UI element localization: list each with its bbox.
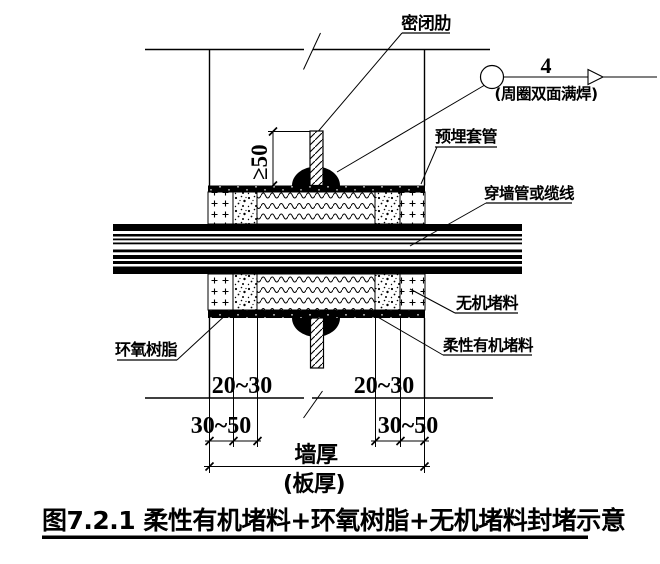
label-flexible-organic-sealant: 柔性有机堵料 <box>443 336 534 355</box>
seal-rib-top <box>309 130 324 187</box>
flexible-sealant-lower <box>256 273 376 311</box>
leader-embedded-sleeve <box>420 146 438 185</box>
inorganic-sealant-upper-left <box>207 191 234 225</box>
epoxy-resin-lower-right <box>374 273 401 311</box>
inorganic-sealant-lower-left <box>207 273 234 311</box>
break-mark-bottom <box>303 390 323 419</box>
figure-title: 图7.2.1 柔性有机堵料+环氧树脂+无机堵料封堵示意 <box>42 506 625 535</box>
figure-title-block: 图7.2.1 柔性有机堵料+环氧树脂+无机堵料封堵示意 <box>42 506 626 539</box>
sealant-layers-upper <box>207 191 426 225</box>
wall-section-top <box>145 32 490 186</box>
inorganic-sealant-upper-right <box>399 191 426 225</box>
dimension-inorganic-left: 30~50 <box>191 413 251 439</box>
dimension-epoxy-left: 20~30 <box>212 373 272 399</box>
sleeve-flange-top <box>208 185 425 192</box>
wall-faces-top <box>208 49 426 186</box>
dimension-epoxy-right: 20~30 <box>354 373 414 399</box>
leader-flexible-sealant <box>375 315 444 356</box>
seal-rib-bottom <box>309 317 325 369</box>
leader-seal-rib <box>318 32 403 132</box>
leader-wall-pipe <box>409 202 487 247</box>
callouts: 密闭肋 4 (周圈双面满焊) 预埋套管 穿墙管或缆线 无机堵料 柔性有机堵料 环… <box>115 13 657 361</box>
label-weld-note: (周圈双面满焊) <box>494 85 597 103</box>
flexible-sealant-upper <box>256 191 376 225</box>
label-wall-pipe-or-cable: 穿墙管或缆线 <box>484 184 575 203</box>
sleeve-flange-bottom <box>208 310 425 318</box>
leader-weld-symbol <box>336 85 485 173</box>
sealant-layers-lower <box>207 273 426 311</box>
extension-lines <box>209 318 425 473</box>
weld-symbol-arrow-icon <box>587 68 605 86</box>
dimension-ticks-wall-thickness <box>204 461 430 472</box>
dimension-rib-height: ≥50 <box>247 126 310 191</box>
epoxy-resin-upper-right <box>374 191 401 225</box>
break-mark-top <box>303 32 321 70</box>
wall-faces-bottom <box>208 318 426 398</box>
label-inorganic-sealant: 无机堵料 <box>455 294 519 313</box>
epoxy-resin-upper-left <box>232 191 258 225</box>
label-embedded-sleeve: 预埋套管 <box>435 127 498 146</box>
dimension-ticks-layers <box>204 436 430 446</box>
leader-inorganic-sealant <box>409 288 456 314</box>
dimension-rib-height-text: ≥50 <box>247 144 272 180</box>
inorganic-sealant-lower-right <box>399 273 426 311</box>
through-wall-pipe <box>113 224 522 274</box>
leader-epoxy-resin <box>176 310 231 361</box>
dimensions-bottom: 20~30 20~30 30~50 30~50 墙厚 (板厚) <box>191 373 438 497</box>
figure-title-underline <box>42 535 588 539</box>
label-epoxy-resin: 环氧树脂 <box>115 340 178 359</box>
dimension-slab-thickness-text: (板厚) <box>283 472 345 497</box>
label-weld-number: 4 <box>541 53 552 78</box>
epoxy-resin-lower-left <box>232 273 258 311</box>
label-seal-rib: 密闭肋 <box>401 13 451 34</box>
dimension-ticks <box>268 126 278 191</box>
dimension-wall-thickness-text: 墙厚 <box>294 443 338 468</box>
wall-section-bottom <box>145 318 493 473</box>
dimension-inorganic-right: 30~50 <box>378 413 438 439</box>
